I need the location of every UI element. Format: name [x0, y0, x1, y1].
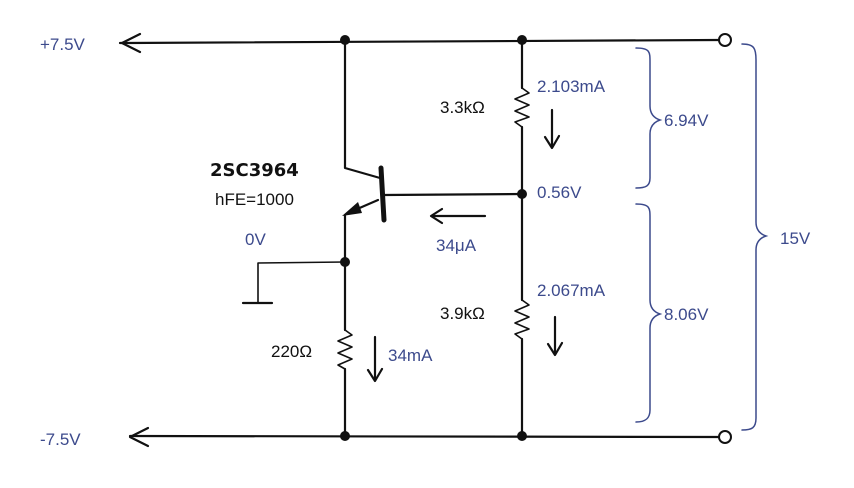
top-current-label: 2.103mA — [537, 77, 606, 96]
emitter-voltage-label: 0V — [245, 230, 266, 249]
base-current-arrow-icon — [429, 207, 487, 225]
negative-rail — [128, 426, 732, 448]
base-current-label: 34μA — [436, 236, 477, 255]
total-voltage-brace — [741, 43, 769, 431]
emitter-current-label: 34mA — [388, 346, 433, 365]
junction-divider-bottom — [517, 431, 527, 441]
positive-rail-label: +7.5V — [40, 35, 86, 54]
bottom-divider-resistor-icon — [514, 299, 530, 340]
top-drop-label: 6.94V — [664, 111, 709, 130]
junction-emitter — [340, 257, 350, 267]
bottom-divider-resistor-label: 3.9kΩ — [440, 304, 485, 323]
junction-divider-top — [517, 35, 527, 45]
total-voltage-label: 15V — [780, 229, 811, 248]
emitter-resistor-label: 220Ω — [271, 342, 312, 361]
collector-wire — [343, 38, 382, 180]
top-divider-resistor-icon — [514, 87, 530, 128]
positive-rail — [118, 32, 732, 54]
bottom-current-label: 2.067mA — [537, 281, 606, 300]
npn-transistor-icon — [342, 165, 524, 223]
transistor-part-label: 2SC3964 — [210, 160, 299, 181]
bottom-current-arrow-icon — [546, 315, 564, 357]
bottom-drop-label: 8.06V — [664, 305, 709, 324]
negative-terminal[interactable] — [718, 430, 732, 444]
negative-rail-label: -7.5V — [40, 430, 81, 449]
top-divider-resistor-label: 3.3kΩ — [440, 98, 485, 117]
junction-emitter-bottom — [340, 431, 350, 441]
base-voltage-label: 0.56V — [537, 183, 582, 202]
top-drop-brace — [635, 47, 663, 189]
positive-rail-arrow-icon — [120, 32, 142, 54]
junction-collector — [340, 35, 350, 45]
junction-base — [517, 189, 527, 199]
emitter-current-arrow-icon — [366, 335, 384, 383]
negative-rail-arrow-icon — [128, 426, 150, 448]
bottom-drop-brace — [635, 203, 663, 423]
ground-icon — [241, 261, 346, 305]
transistor-hfe-label: hFE=1000 — [215, 190, 294, 209]
positive-terminal[interactable] — [718, 33, 732, 47]
top-current-arrow-icon — [543, 108, 561, 150]
emitter-resistor-icon — [337, 329, 353, 370]
